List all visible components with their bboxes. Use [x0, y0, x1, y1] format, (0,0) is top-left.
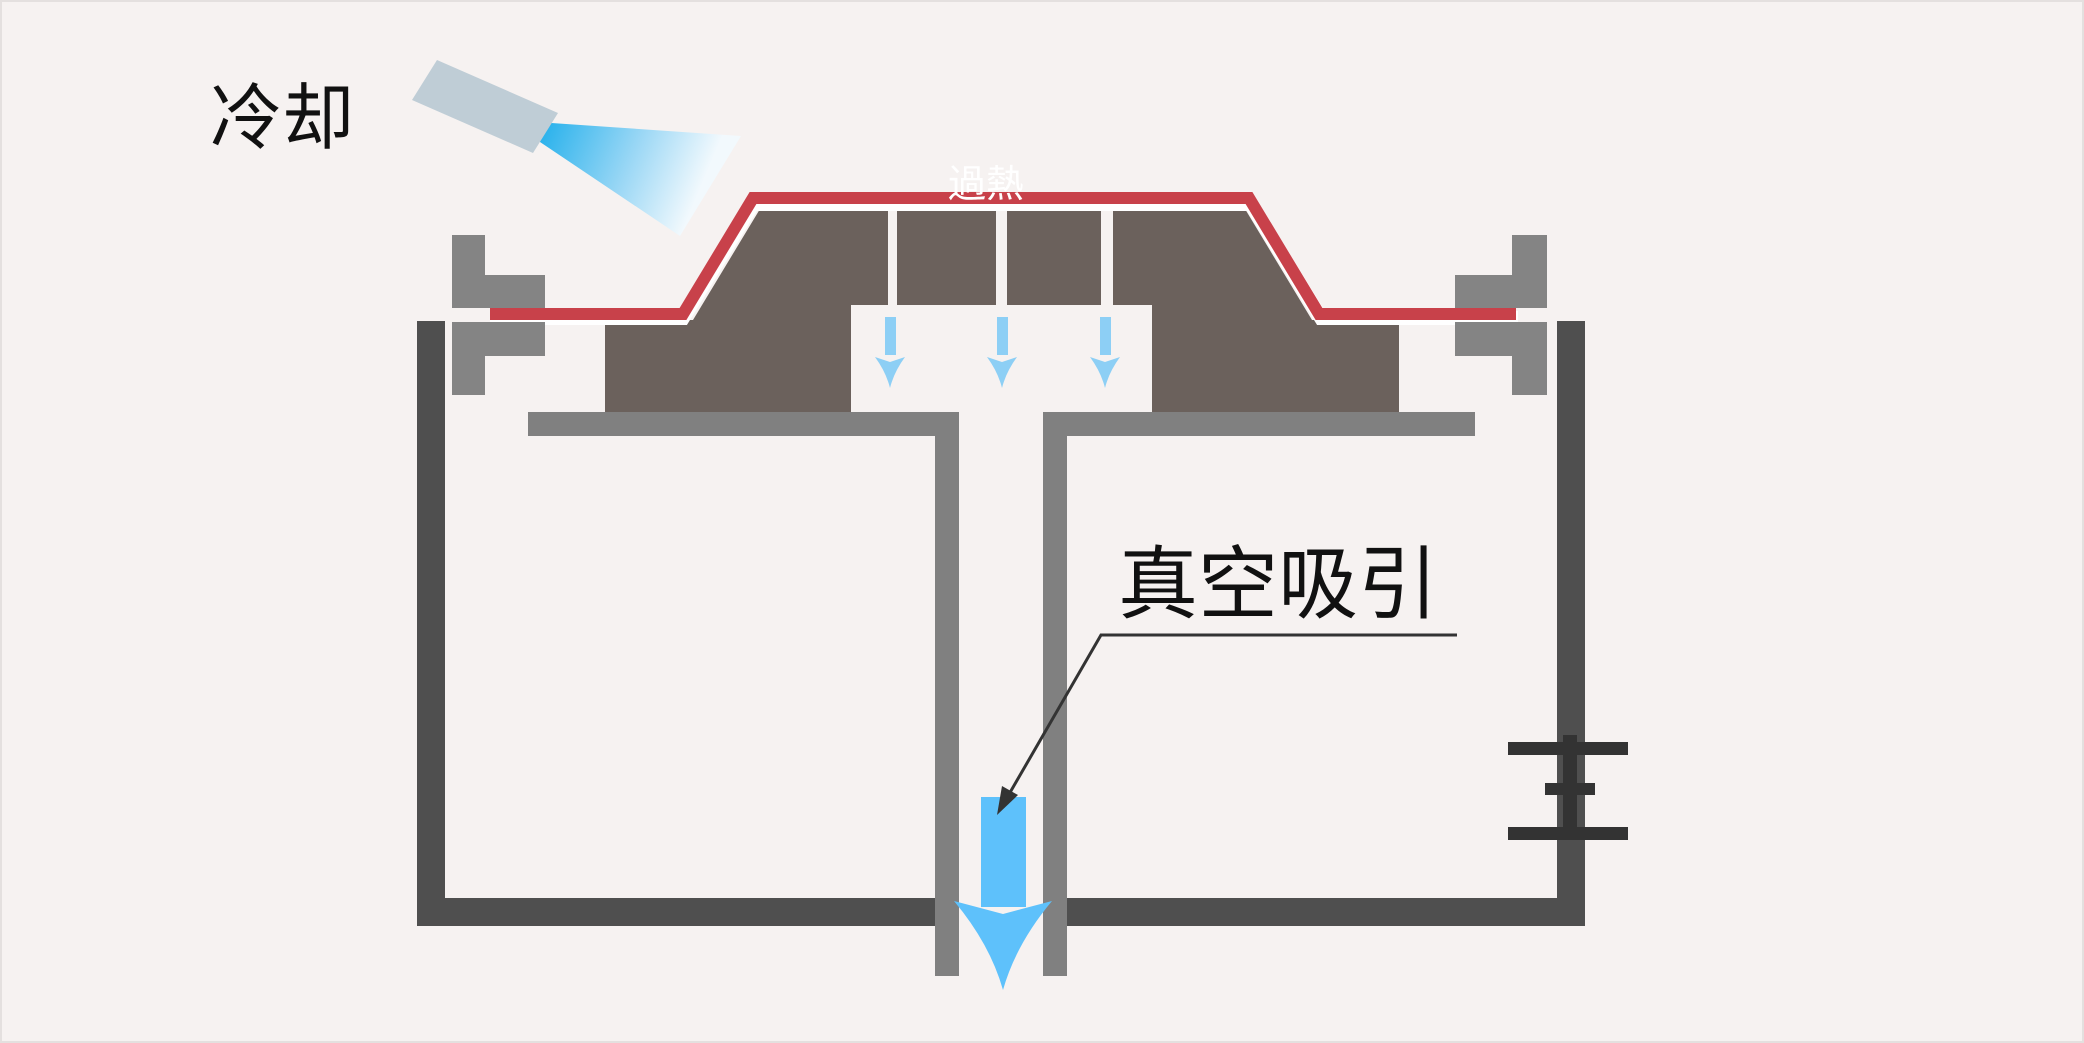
platen-left [528, 412, 959, 436]
leader-line [1006, 633, 1457, 797]
mold-right-block [1113, 204, 1399, 412]
vacuum-arrow-head [954, 901, 1052, 990]
platen-assembly [528, 412, 1475, 976]
vacuum-arrow-shaft [981, 797, 1026, 907]
clamp-right-bottom [1455, 322, 1547, 395]
small-down-arrow-icon [875, 317, 905, 388]
vacuum-pipe-left-wall [935, 412, 959, 976]
mold-center-right-block [1007, 204, 1101, 305]
small-down-arrow-icon [987, 317, 1017, 388]
cooling-air-stream [537, 122, 741, 236]
vacuum-label: 真空吸引 [1118, 538, 1438, 631]
chamber-bottom-left [417, 898, 937, 926]
leader-arrowhead [997, 786, 1018, 815]
small-down-arrow-icon [1090, 317, 1120, 388]
mold-left-block [605, 204, 888, 412]
valve-symbol-icon [1508, 735, 1628, 840]
spray-nozzle-icon [412, 60, 741, 236]
vacuum-pipe-right-wall [1043, 412, 1067, 976]
heated-sheet [490, 192, 1516, 320]
sheet-clamps [452, 235, 1547, 395]
mold-center-left-block [897, 204, 996, 305]
chamber-walls [417, 321, 1585, 926]
vacuum-leader [997, 633, 1457, 815]
clamp-left-bottom [452, 322, 545, 395]
down-arrow-icon [954, 797, 1052, 990]
plastic-sheet [490, 192, 1518, 325]
chamber-bottom-right [1067, 898, 1585, 926]
heating-label: 過熱 [948, 162, 1024, 206]
mold [605, 204, 1399, 412]
suction-arrows [875, 317, 1120, 388]
cooling-nozzle [412, 60, 558, 153]
cooling-label: 冷却 [210, 76, 354, 160]
clamp-left-top [452, 235, 545, 308]
chamber-left-wall [417, 321, 445, 926]
platen-right [1043, 412, 1475, 436]
clamp-right-top [1455, 235, 1547, 308]
